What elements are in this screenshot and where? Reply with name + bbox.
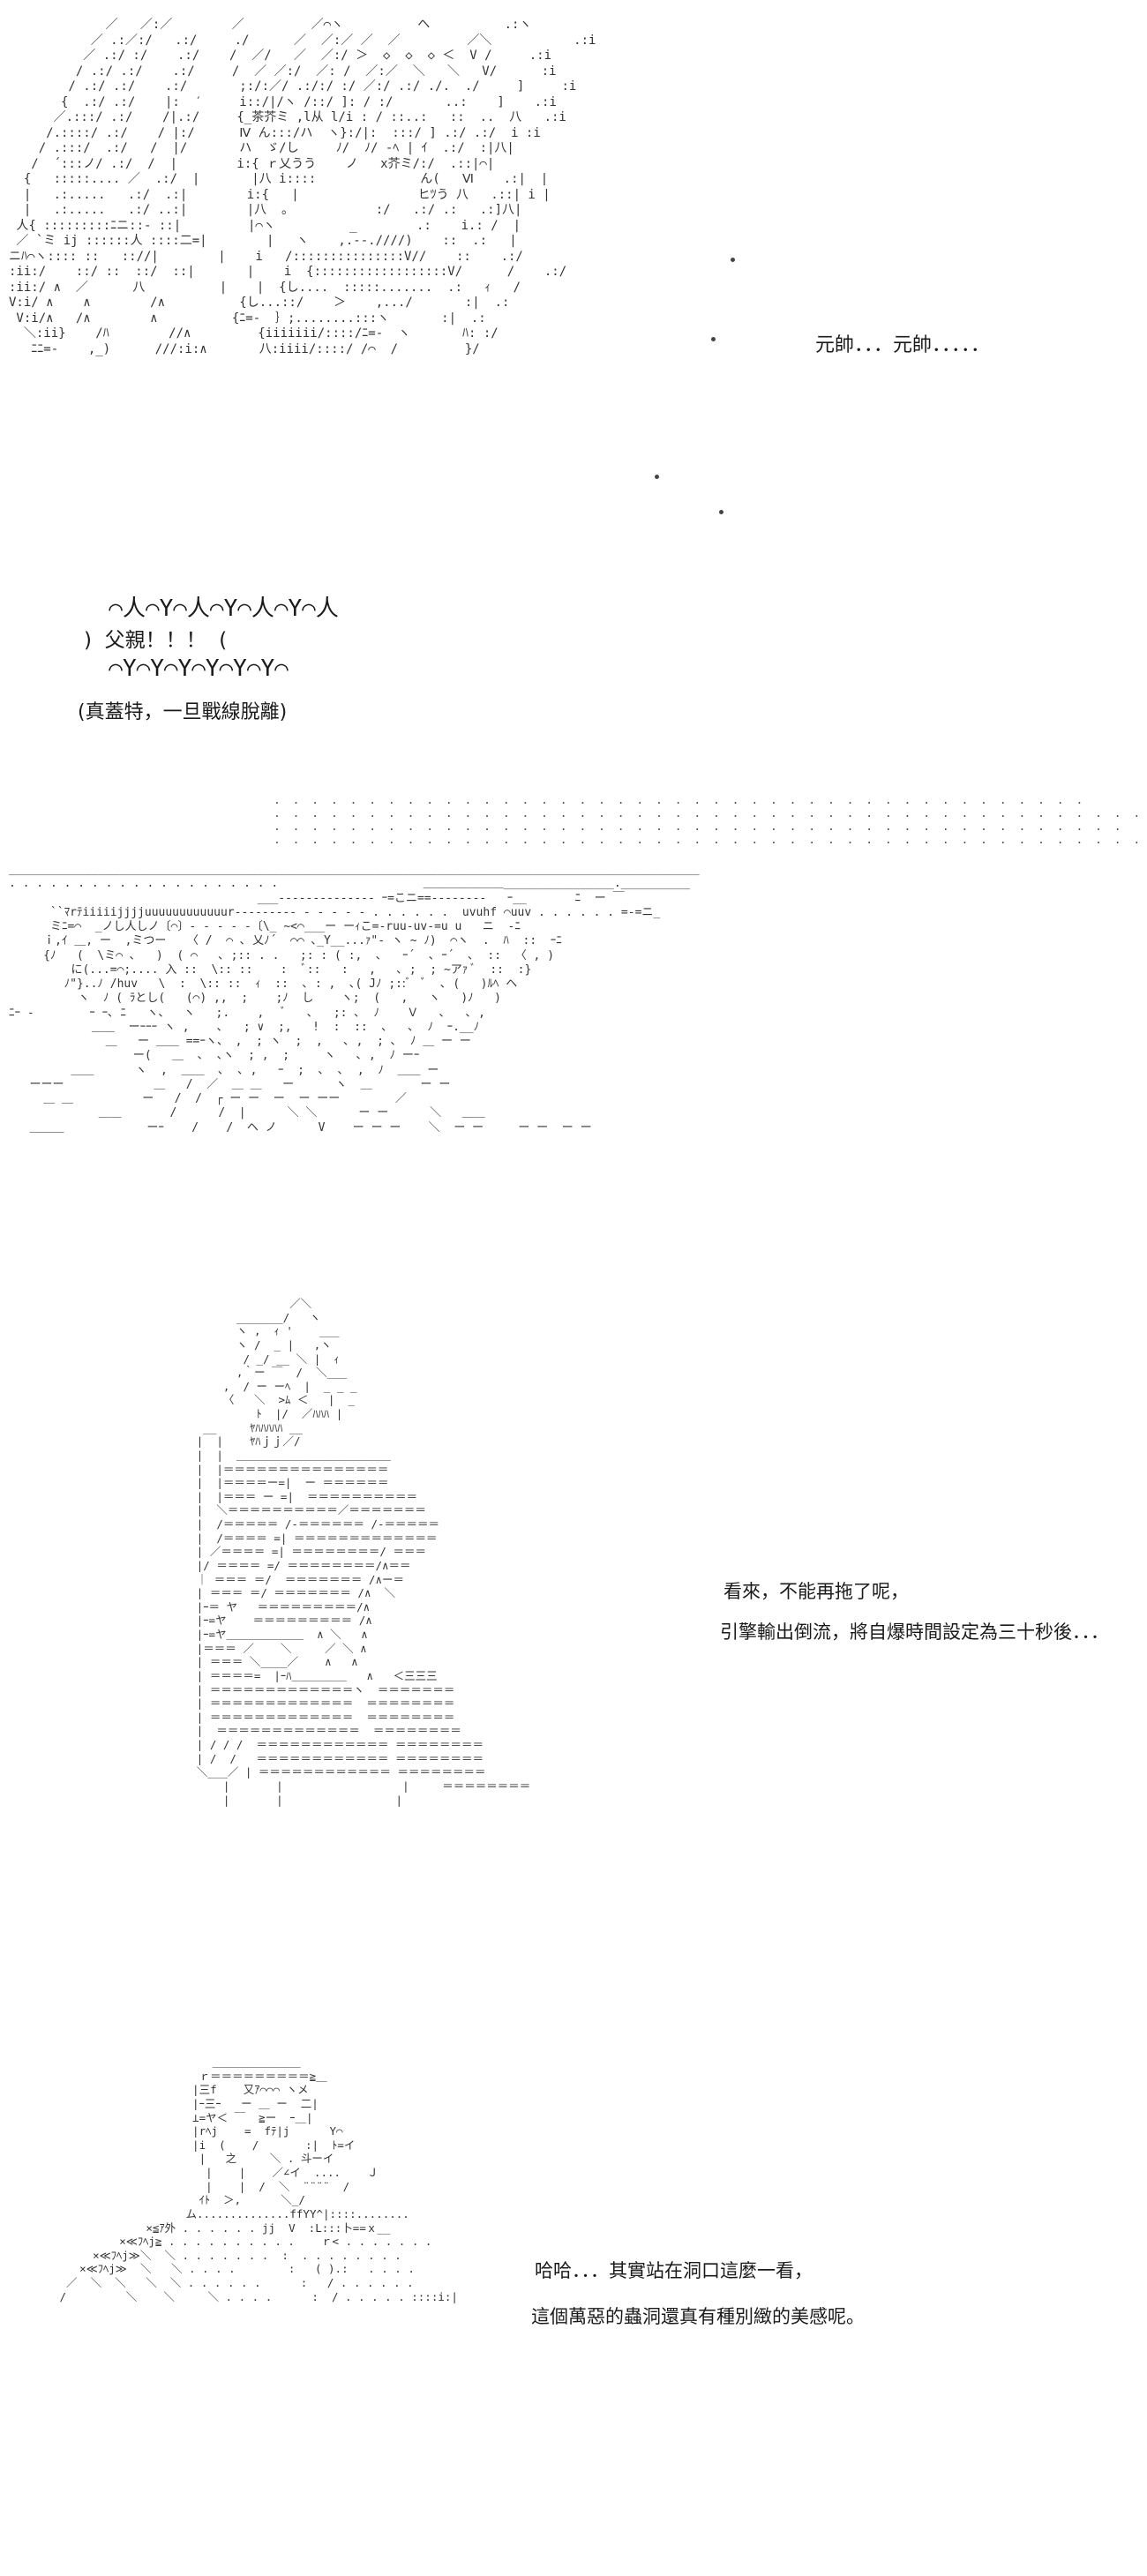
panel-1: ／ ／:／ ／ ／⌒ヽ ヘ .:ヽ ／ .:／:/ .:/ ./ ／ ／:／ ／… — [0, 0, 1147, 759]
sparkle-dot — [719, 510, 723, 514]
speech-line-1: 看來，不能再拖了呢， — [723, 1581, 909, 1602]
ascii-art-explosion-ship: ________________________________________… — [9, 863, 700, 1134]
speech-line-1: 哈哈．．．其實站在洞口這麼一看， — [535, 2260, 813, 2281]
speech-gensui: 元帥．．．元帥．．．．． — [815, 334, 991, 356]
shout-burst-bottom: ⌒Y⌒Y⌒Y⌒Y⌒Y⌒Y⌒ — [81, 655, 289, 682]
sparkle-dot — [711, 337, 716, 341]
sparkle-dot — [655, 475, 659, 479]
narration-retreat: (真蓋特，一旦戰線脫離) — [78, 701, 288, 723]
panel-4: ＿＿＿＿＿＿＿＿ ｒ＝＝＝＝＝＝＝＝＝≧＿ |三f 又ｱ⌒⌒⌒ ヽメ |ｰ三ｰ … — [0, 2038, 1147, 2576]
panel-2: . . . . . . . . . . . . . . . . . . . . … — [0, 759, 1147, 1288]
sparkle-dot — [731, 258, 735, 262]
speech-line-2: 這個萬惡的蟲洞還真有種別緻的美感呢。 — [531, 2306, 865, 2327]
ascii-art-laughing-man: ＿＿＿＿＿＿＿＿ ｒ＝＝＝＝＝＝＝＝＝≧＿ |三f 又ｱ⌒⌒⌒ ヽメ |ｰ三ｰ … — [59, 2056, 458, 2303]
shout-father-text: 父親！！！ — [104, 629, 206, 652]
speed-lines: . . . . . . . . . . . . . . . . . . . . … — [274, 794, 1143, 847]
ascii-art-getter-pilot: ／ ／:／ ／ ／⌒ヽ ヘ .:ヽ ／ .:／:/ .:/ ./ ／ ／:／ ／… — [9, 18, 596, 356]
speech-line-2: 引擎輸出倒流，將自爆時間設定為三十秒後．．． — [720, 1621, 1109, 1643]
shout-burst-top: ⌒人⌒Y⌒人⌒Y⌒人⌒Y⌒人 — [81, 595, 339, 622]
shout-father: ) 父親！！！ ( — [84, 629, 228, 652]
panel-3: ／＼ _______/ ヽ ヽ , ｨ ' ___ ヽ / _ | ,ヽ / _… — [0, 1288, 1147, 2038]
ascii-art-robot-pilot: ／＼ _______/ ヽ ヽ , ｨ ' ___ ヽ / _ | ,ヽ / _… — [196, 1297, 531, 1807]
